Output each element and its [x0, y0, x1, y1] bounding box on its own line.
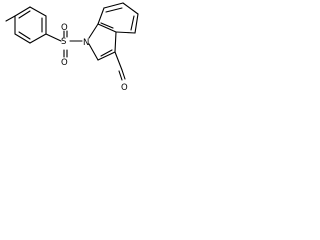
aryl-sulfur-bond: [45, 33, 62, 42]
methyl-bond: [5, 15, 16, 22]
tolyl-ring: [14, 6, 47, 44]
structure-drawing: S O O N O: [5, 2, 139, 93]
indole-nitrogen-label: N: [83, 38, 89, 48]
benzo-ring: [97, 2, 139, 34]
sulfonyl-oxygen-bottom-label: O: [61, 58, 68, 68]
sulfonyl-group: [63, 30, 83, 58]
chemical-structure: S O O N O: [0, 0, 148, 100]
sulfur-label: S: [61, 37, 66, 47]
aldehyde-group: [114, 51, 126, 81]
pyrrole-ring: [88, 23, 117, 61]
sulfonyl-oxygen-top-label: O: [61, 23, 68, 33]
aldehyde-oxygen-label: O: [121, 83, 128, 93]
